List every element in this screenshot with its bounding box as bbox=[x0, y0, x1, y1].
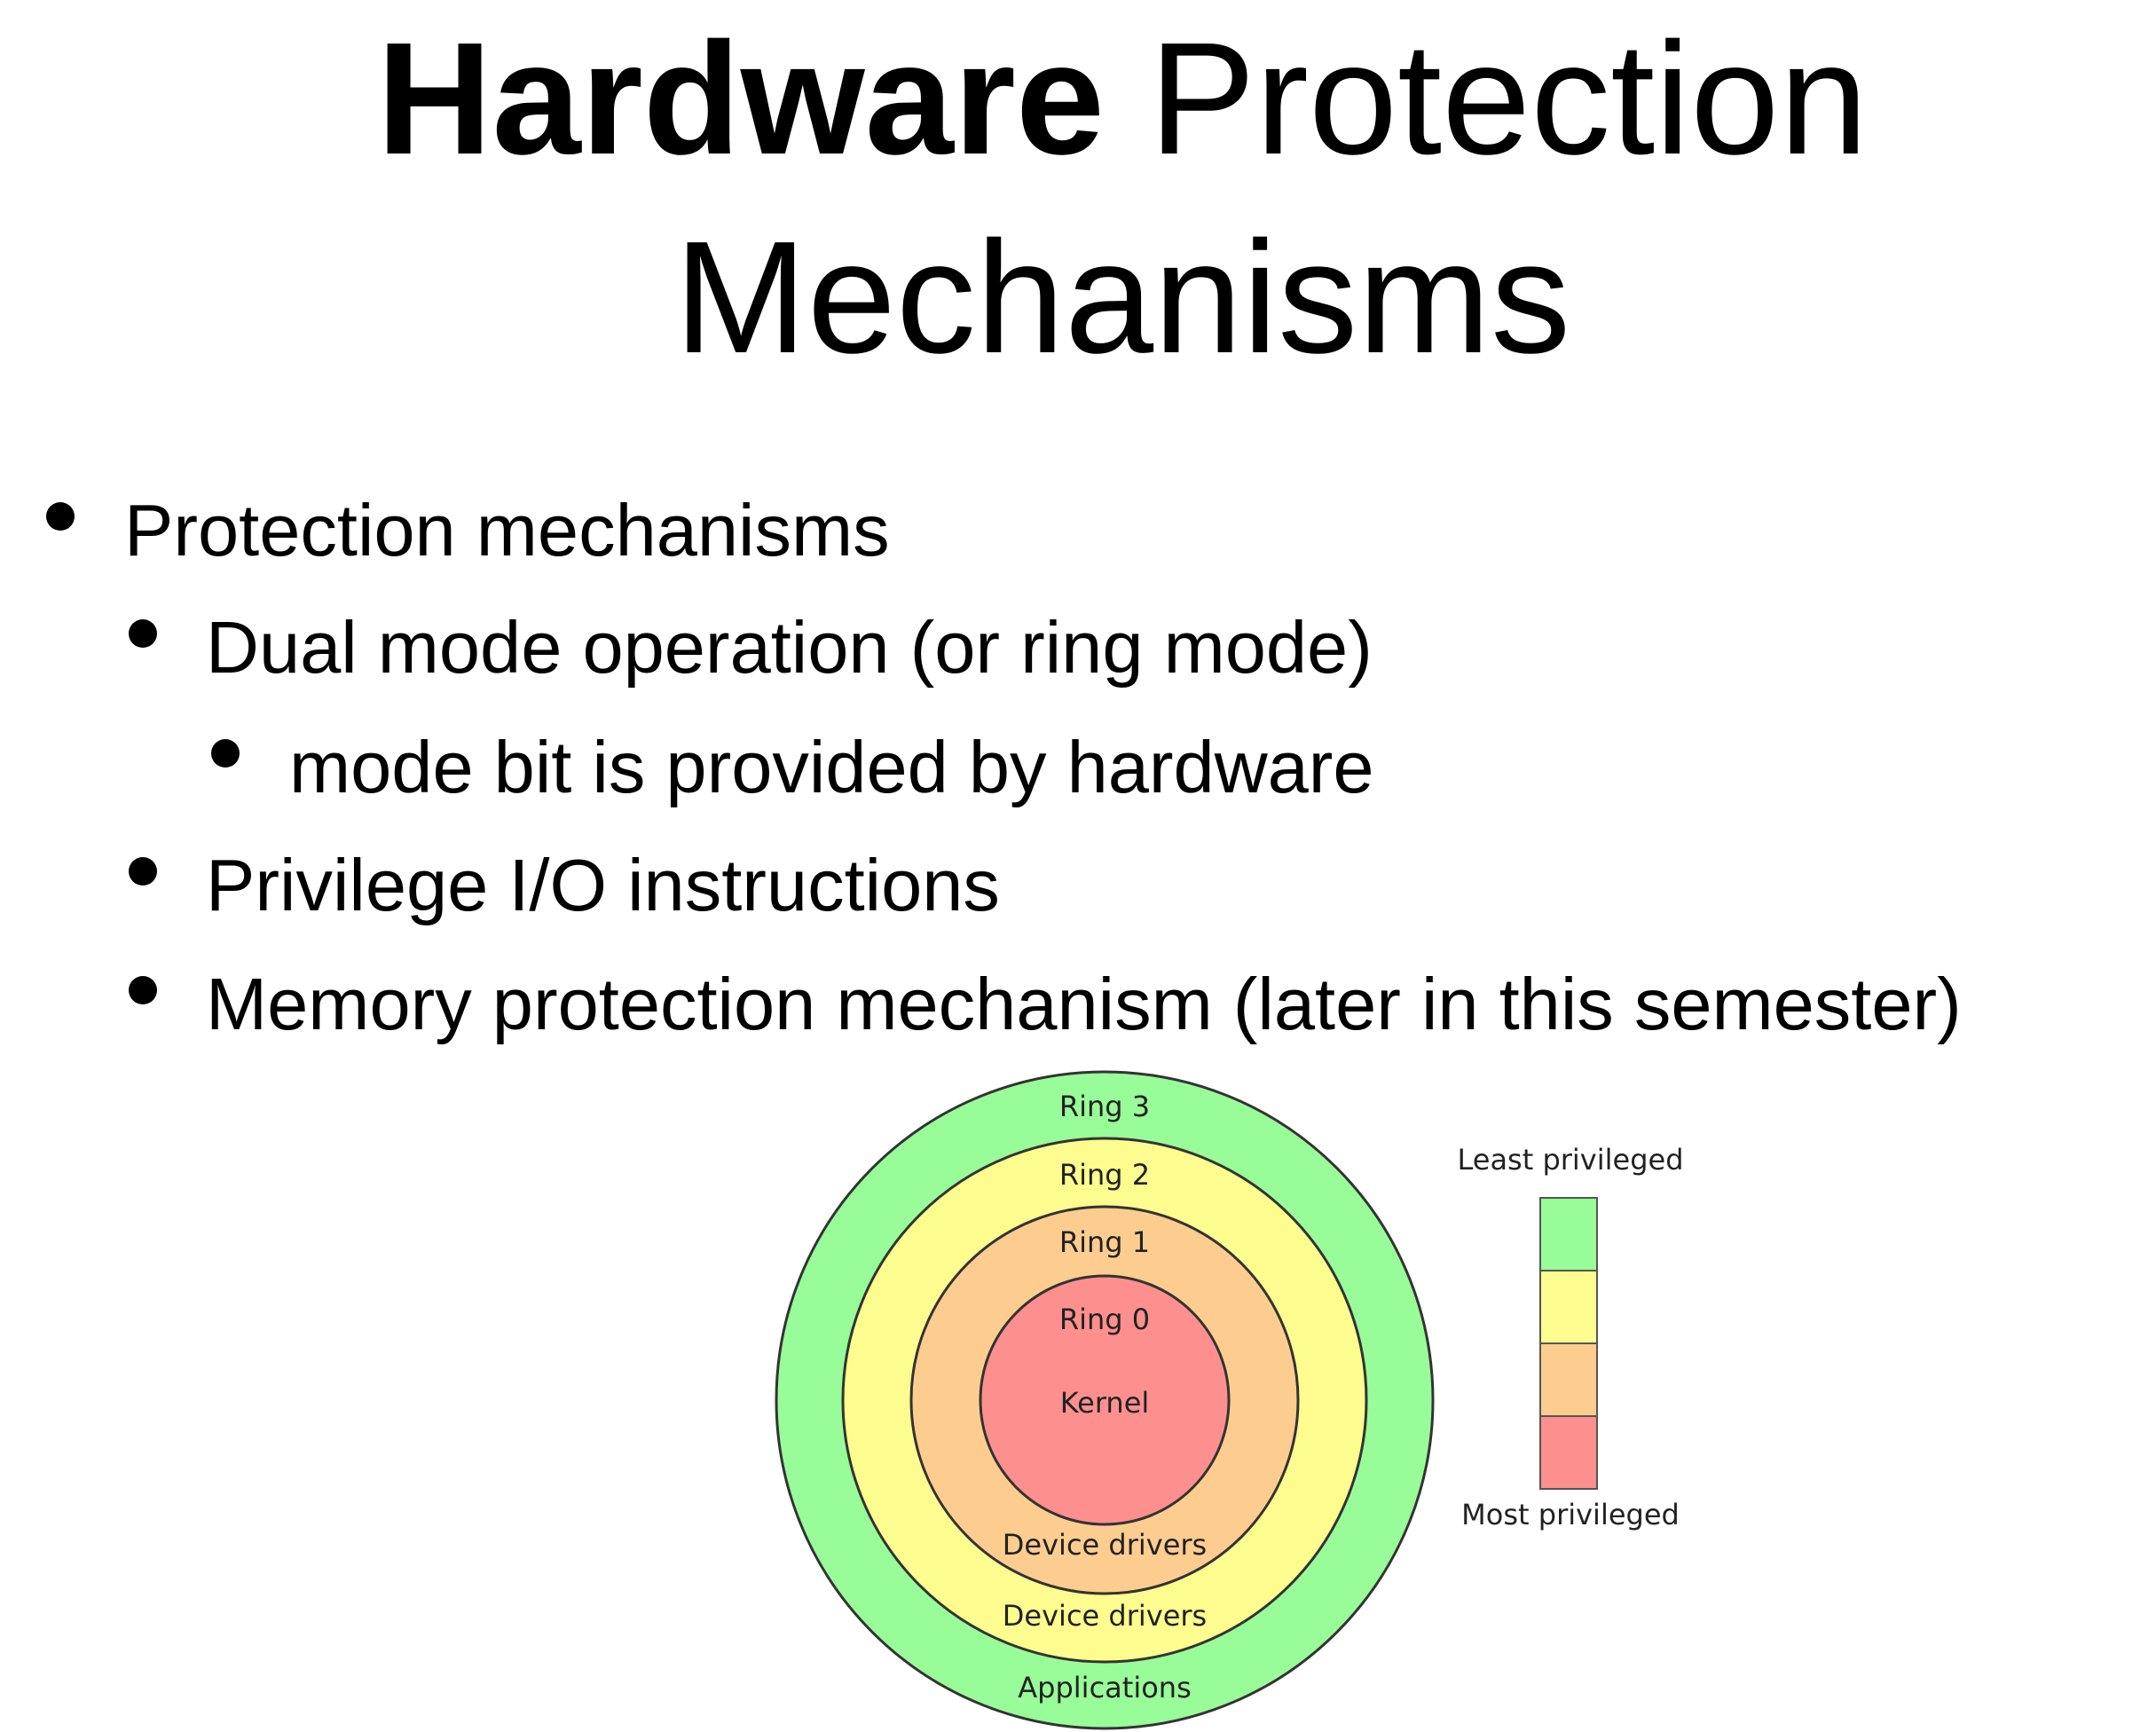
bullet-marker bbox=[129, 619, 157, 648]
title-regular-word: Protection bbox=[1148, 10, 1869, 188]
ring-1-label: Ring 1 bbox=[1059, 1225, 1150, 1259]
bullet-marker bbox=[129, 857, 157, 886]
ring-1-role-label: Device drivers bbox=[1003, 1528, 1207, 1562]
bullet-list: Protection mechanisms Dual mode operatio… bbox=[46, 489, 1962, 1045]
legend-swatch-ring-1 bbox=[1539, 1342, 1598, 1417]
kernel-label: Kernel bbox=[1060, 1386, 1150, 1420]
ring-2-label: Ring 2 bbox=[1059, 1158, 1150, 1192]
bullet-marker bbox=[46, 502, 75, 531]
title-line-1: Hardware Protection bbox=[0, 0, 2156, 199]
bullet-item: mode bit is provided by hardware bbox=[289, 726, 1374, 808]
legend-least-privileged-label: Least privileged bbox=[1457, 1143, 1683, 1177]
title-bold-word: Hardware bbox=[376, 10, 1105, 188]
legend-swatch-ring-0 bbox=[1539, 1415, 1598, 1490]
bullet-item: Dual mode operation (or ring mode) bbox=[206, 606, 1373, 689]
ring-0-circle bbox=[979, 1274, 1231, 1526]
legend-swatch-ring-3 bbox=[1539, 1197, 1598, 1271]
legend-most-privileged-label: Most privileged bbox=[1461, 1498, 1680, 1531]
bullet-item: Protection mechanisms bbox=[124, 489, 890, 571]
legend-swatch-ring-2 bbox=[1539, 1270, 1598, 1344]
bullet-marker bbox=[129, 976, 157, 1004]
bullet-item: Privilege I/O instructions bbox=[206, 844, 1000, 926]
ring-3-role-label: Applications bbox=[1018, 1671, 1191, 1704]
ring-2-role-label: Device drivers bbox=[1003, 1599, 1207, 1633]
ring-0-label: Ring 0 bbox=[1059, 1303, 1150, 1336]
title-line-2: Mechanisms bbox=[673, 209, 1571, 387]
bullet-item: Memory protection mechanism (later in th… bbox=[206, 963, 1962, 1045]
slide-title: Hardware Protection Mechanisms bbox=[0, 0, 2156, 398]
bullet-marker bbox=[211, 739, 240, 768]
ring-3-label: Ring 3 bbox=[1059, 1090, 1150, 1123]
